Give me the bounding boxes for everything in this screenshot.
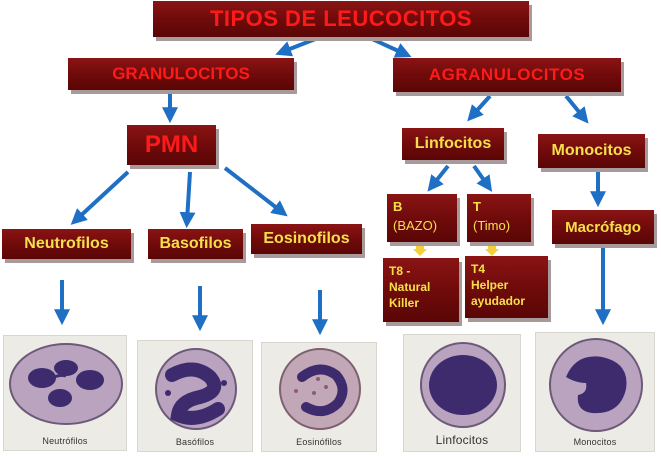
- small-arrow-t-t4: [485, 243, 499, 256]
- arrow-title-granulocitos: [275, 36, 319, 57]
- t4-line1: T4: [471, 262, 486, 276]
- granulocitos-label: GRANULOCITOS: [112, 64, 250, 83]
- t4-box: T4 Helper ayudador: [465, 256, 548, 318]
- t4-line3: ayudador: [471, 294, 526, 308]
- photo-neutrofilos: Neutrófilos: [3, 335, 127, 451]
- arrow-pmn-neutrofilos: [70, 170, 130, 225]
- t8-line1: T8 -: [389, 264, 411, 278]
- eosinofilos-box: Eosinofilos: [251, 224, 362, 254]
- arrow-pmn-eosinofilos: [223, 166, 288, 217]
- monocitos-label: Monocitos: [551, 142, 632, 159]
- photo-eosinofilos: Eosinófilos: [261, 342, 377, 452]
- photo-monocitos: Monocitos: [535, 332, 655, 452]
- photo-basofilos: Basófilos: [137, 340, 253, 452]
- eosinophil-image: [279, 348, 361, 430]
- eosinofilos-label: Eosinofilos: [263, 230, 350, 247]
- basofilos-box: Basofilos: [148, 229, 243, 259]
- granulocitos-box: GRANULOCITOS: [68, 58, 294, 90]
- t8-line2: Natural: [389, 280, 431, 294]
- t8-line3: Killer: [389, 296, 420, 310]
- small-arrow-b-t8: [413, 243, 427, 256]
- photo-caption-basofilos: Basófilos: [175, 437, 215, 447]
- basofilos-label: Basofilos: [159, 235, 232, 252]
- macrofago-box: Macrófago: [552, 210, 654, 244]
- linfocitos-label: Linfocitos: [414, 135, 492, 152]
- photo-caption-eosinofilos: Eosinófilos: [296, 437, 342, 447]
- linfocitos-box: Linfocitos: [402, 128, 504, 160]
- arrow-agranulocitos-linfocitos: [467, 94, 492, 122]
- t-cell-letter: T: [473, 199, 481, 214]
- photo-caption-neutrofilos: Neutrófilos: [42, 436, 88, 446]
- photo-caption-linfocitos: Linfocitos: [435, 433, 489, 447]
- t8-box: T8 - Natural Killer: [383, 258, 459, 322]
- title-box: TIPOS DE LEUCOCITOS: [153, 1, 529, 37]
- b-cell-note: (BAZO): [393, 218, 438, 233]
- photo-linfocitos: Linfocitos: [403, 334, 521, 452]
- neutrophil-image: [9, 343, 123, 425]
- agranulocitos-box: AGRANULOCITOS: [393, 58, 621, 92]
- neutrofilos-label: Neutrofilos: [24, 235, 109, 252]
- lymphocyte-image: [420, 342, 506, 428]
- arrow-title-agranulocitos: [369, 36, 412, 58]
- page-title: TIPOS DE LEUCOCITOS: [209, 6, 473, 31]
- arrow-linfocitos-b: [427, 164, 450, 192]
- pmn-label: PMN: [144, 131, 199, 158]
- neutrofilos-box: Neutrofilos: [2, 229, 131, 259]
- macrofago-label: Macrófago: [565, 218, 641, 236]
- b-cell-letter: B: [393, 199, 403, 214]
- photo-caption-monocitos: Monocitos: [573, 437, 617, 447]
- basophil-image: [155, 348, 237, 430]
- t-cell-note: (Timo): [473, 218, 511, 233]
- pmn-box: PMN: [127, 125, 216, 165]
- agranulocitos-label: AGRANULOCITOS: [428, 65, 586, 84]
- arrow-agranulocitos-monocitos: [564, 94, 589, 124]
- b-cell-box: B (BAZO): [387, 194, 457, 242]
- arrow-pmn-basofilos: [179, 171, 196, 229]
- t-cell-box: T (Timo): [467, 194, 531, 242]
- monocyte-image: [549, 338, 643, 432]
- t4-line2: Helper: [471, 278, 509, 292]
- arrow-linfocitos-t: [472, 164, 493, 192]
- monocitos-box: Monocitos: [538, 134, 645, 168]
